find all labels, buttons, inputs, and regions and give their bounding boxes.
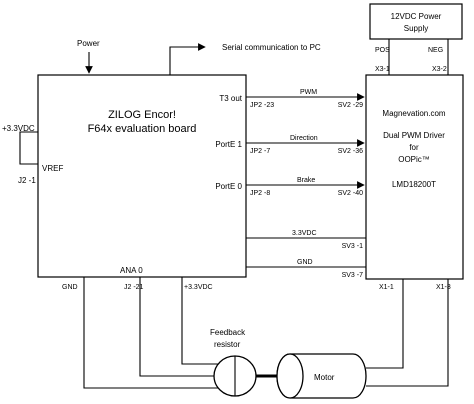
x3-1-label: X3-1 bbox=[375, 66, 390, 73]
port-t3out-label: T3 out bbox=[219, 94, 242, 103]
psu-line1: 12VDC Power bbox=[391, 12, 442, 21]
sv3-7-label: SV3 -7 bbox=[342, 272, 364, 279]
sv2-40-label: SV2 -40 bbox=[338, 190, 363, 197]
gnd-to-resistor-wire bbox=[83, 277, 218, 389]
direction-label: Direction bbox=[290, 135, 318, 142]
zilog-v33-label: +3.3VDC bbox=[184, 284, 213, 291]
x1-3-label: X1-3 bbox=[436, 284, 451, 291]
driver-line3: OOPic™ bbox=[398, 155, 430, 164]
vref-supply-label: +3.3VDC bbox=[2, 124, 35, 133]
motor-label: Motor bbox=[314, 373, 335, 382]
vref-pin-label: J2 -1 bbox=[18, 176, 36, 185]
psu-neg-label: NEG bbox=[428, 47, 443, 54]
jp2-23-label: JP2 -23 bbox=[250, 102, 274, 109]
zilog-board bbox=[37, 74, 247, 278]
port-porte0-label: PortE 0 bbox=[215, 182, 242, 191]
vref-label: VREF bbox=[42, 164, 63, 173]
zilog-title-line1: ZILOG Encor! bbox=[108, 109, 176, 121]
psu-pos-label: POS bbox=[375, 47, 390, 54]
driver-brand: Magnevation.com bbox=[382, 109, 445, 118]
sv2-36-label: SV2 -36 bbox=[338, 148, 363, 155]
power-label: Power bbox=[77, 39, 100, 48]
serial-label: Serial communication to PC bbox=[222, 43, 321, 52]
brake-label: Brake bbox=[297, 177, 315, 184]
x3-2-label: X3-2 bbox=[432, 66, 447, 73]
vref-supply-wire bbox=[19, 131, 38, 165]
zilog-gnd-label: GND bbox=[62, 284, 78, 291]
port-porte1-label: PortE 1 bbox=[215, 140, 242, 149]
feedback-label-line2: resistor bbox=[214, 340, 241, 349]
pwm-label: PWM bbox=[300, 89, 317, 96]
v33-label: 3.3VDC bbox=[292, 230, 317, 237]
ana0-label: ANA 0 bbox=[120, 266, 143, 275]
motor-end-cap bbox=[276, 353, 304, 399]
sv3-1-label: SV3 -1 bbox=[342, 243, 364, 250]
sv2-29-label: SV2 -29 bbox=[338, 102, 363, 109]
psu-box bbox=[369, 3, 463, 40]
driver-line1: Dual PWM Driver bbox=[383, 131, 445, 140]
v33-to-resistor-wire bbox=[181, 277, 218, 365]
serial-arrow bbox=[169, 43, 206, 75]
driver-chip: LMD18200T bbox=[392, 180, 436, 189]
zilog-title-line2: F64x evaluation board bbox=[88, 123, 197, 135]
motor-wire-x1-3 bbox=[366, 279, 449, 387]
driver-line2: for bbox=[409, 143, 419, 152]
x1-1-label: X1-1 bbox=[379, 284, 394, 291]
wiper-to-resistor-wire bbox=[139, 277, 218, 377]
psu-line2: Supply bbox=[404, 24, 428, 33]
j2-21-label: J2 -21 bbox=[124, 284, 144, 291]
jp2-7-label: JP2 -7 bbox=[250, 148, 270, 155]
jp2-8-label: JP2 -8 bbox=[250, 190, 270, 197]
motor-wire-x1-1 bbox=[366, 279, 404, 369]
driver-board bbox=[365, 74, 464, 280]
feedback-label-line1: Feedback bbox=[210, 328, 246, 337]
gnd-signal-label: GND bbox=[297, 259, 313, 266]
